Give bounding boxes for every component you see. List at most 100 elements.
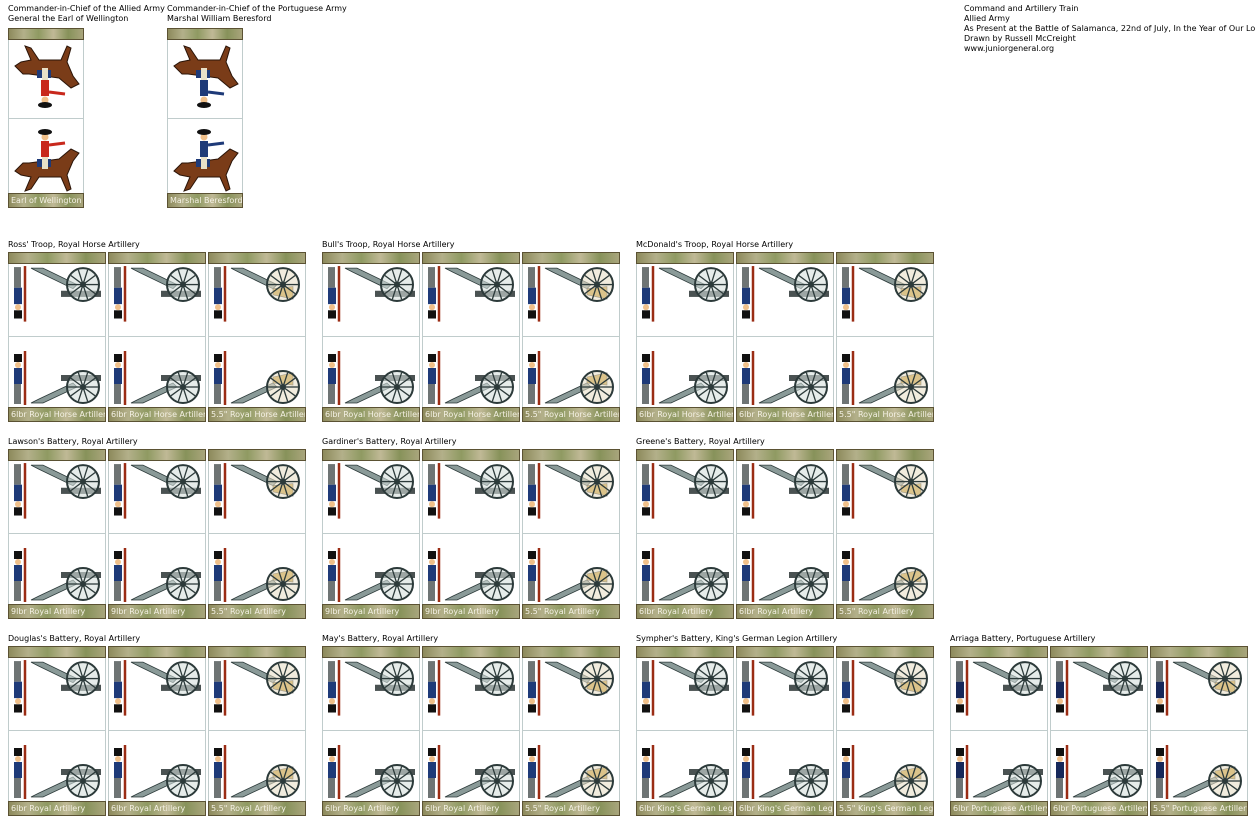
howitzer-crew-figure xyxy=(214,463,300,519)
fold-line xyxy=(109,533,205,534)
artillery-card[interactable]: 5.5" Royal Artillery xyxy=(522,449,620,619)
artillery-card[interactable]: 9lbr Royal Artillery xyxy=(108,449,206,619)
terrain-band xyxy=(422,646,520,658)
howitzer-crew-figure xyxy=(214,266,300,322)
fold-line xyxy=(423,336,519,337)
cannon-crew-figure xyxy=(328,660,415,716)
artillery-card[interactable]: 5.5" Royal Artillery xyxy=(836,449,934,619)
artillery-card[interactable]: 5.5" Royal Artillery xyxy=(208,646,306,816)
artillery-card[interactable]: 6lbr Royal Horse Artillery xyxy=(736,252,834,422)
artillery-card[interactable]: 5.5" Royal Artillery xyxy=(522,646,620,816)
howitzer-crew-figure xyxy=(842,660,928,716)
card-label: 9lbr Royal Artillery xyxy=(422,604,520,619)
card-label: 6lbr Royal Artillery xyxy=(8,801,106,816)
artillery-card[interactable]: 5.5" Royal Horse Artillery xyxy=(836,252,934,422)
terrain-band xyxy=(636,252,734,264)
cannon-crew-figure xyxy=(742,745,829,799)
cannon-crew-figure xyxy=(742,660,829,716)
howitzer-crew-figure xyxy=(842,351,928,405)
cannon-crew-figure xyxy=(642,266,729,322)
cannon-crew-figure xyxy=(642,548,729,602)
fold-line xyxy=(323,533,419,534)
cannon-crew-figure xyxy=(14,745,101,799)
artillery-card[interactable]: 6lbr Royal Horse Artillery xyxy=(636,252,734,422)
card-label: 6lbr Royal Horse Artillery xyxy=(422,407,520,422)
fold-line xyxy=(951,730,1047,731)
terrain-band xyxy=(322,449,420,461)
card-label: 6lbr Royal Horse Artillery xyxy=(108,407,206,422)
card-label: 5.5" Royal Artillery xyxy=(836,604,934,619)
terrain-band xyxy=(522,646,620,658)
cannon-crew-figure xyxy=(14,266,101,322)
artillery-card[interactable]: 6lbr Portuguese Artillery xyxy=(950,646,1048,816)
howitzer-crew-figure xyxy=(214,745,300,799)
artillery-card[interactable]: 6lbr Royal Artillery xyxy=(8,646,106,816)
battery-title: Ross' Troop, Royal Horse Artillery xyxy=(8,240,140,249)
artillery-card[interactable]: 5.5" Royal Horse Artillery xyxy=(208,252,306,422)
artillery-card[interactable]: 5.5" Royal Artillery xyxy=(208,449,306,619)
cannon-crew-figure xyxy=(742,266,829,322)
fold-line xyxy=(737,730,833,731)
artillery-card[interactable]: 6lbr Royal Horse Artillery xyxy=(322,252,420,422)
howitzer-crew-figure xyxy=(214,351,300,405)
cannon-crew-figure xyxy=(328,351,415,405)
terrain-band xyxy=(322,252,420,264)
artillery-card[interactable]: 9lbr Royal Artillery xyxy=(8,449,106,619)
artillery-card[interactable]: 5.5" King's German Legion xyxy=(836,646,934,816)
fold-line xyxy=(9,730,105,731)
commander-card[interactable]: Earl of Wellington xyxy=(8,28,84,208)
card-label: 9lbr Royal Artillery xyxy=(8,604,106,619)
artillery-card[interactable]: 6lbr King's German Legion xyxy=(736,646,834,816)
howitzer-crew-figure xyxy=(214,548,300,602)
cannon-crew-figure xyxy=(114,463,201,519)
artillery-card[interactable]: 6lbr Royal Artillery xyxy=(736,449,834,619)
fold-line xyxy=(209,336,305,337)
artillery-card[interactable]: 6lbr Royal Artillery xyxy=(108,646,206,816)
cannon-crew-figure xyxy=(742,548,829,602)
cannon-crew-figure xyxy=(956,745,1043,799)
terrain-band xyxy=(422,252,520,264)
cannon-crew-figure xyxy=(642,660,729,716)
artillery-card[interactable]: 6lbr Portuguese Artillery xyxy=(1050,646,1148,816)
commander-card[interactable]: Marshal Beresford xyxy=(167,28,243,208)
artillery-card[interactable]: 6lbr Royal Horse Artillery xyxy=(108,252,206,422)
howitzer-crew-figure xyxy=(1156,745,1242,799)
card-label: 6lbr Royal Artillery xyxy=(108,801,206,816)
artillery-card[interactable]: 6lbr Royal Horse Artillery xyxy=(8,252,106,422)
artillery-card[interactable]: 6lbr Royal Artillery xyxy=(322,646,420,816)
fold-line xyxy=(1051,730,1147,731)
card-label: 5.5" Royal Horse Artillery xyxy=(208,407,306,422)
terrain-band xyxy=(8,28,84,40)
battery-title: Douglas's Battery, Royal Artillery xyxy=(8,634,141,643)
fold-line xyxy=(523,533,619,534)
terrain-band xyxy=(108,449,206,461)
artillery-card[interactable]: 5.5" Portuguese Artillery xyxy=(1150,646,1248,816)
artillery-card[interactable]: 6lbr King's German Legion xyxy=(636,646,734,816)
terrain-band xyxy=(836,449,934,461)
terrain-band xyxy=(522,449,620,461)
terrain-band xyxy=(950,646,1048,658)
terrain-band xyxy=(636,646,734,658)
cannon-crew-figure xyxy=(1056,745,1143,799)
commander-title: Commander-in-Chief of the Portuguese Arm… xyxy=(167,4,347,13)
howitzer-crew-figure xyxy=(842,745,928,799)
artillery-card[interactable]: 6lbr Royal Horse Artillery xyxy=(422,252,520,422)
artillery-card[interactable]: 9lbr Royal Artillery xyxy=(422,449,520,619)
artillery-card[interactable]: 6lbr Royal Artillery xyxy=(636,449,734,619)
cannon-crew-figure xyxy=(956,660,1043,716)
fold-line xyxy=(109,730,205,731)
cannon-crew-figure xyxy=(428,660,515,716)
cannon-crew-figure xyxy=(328,266,415,322)
terrain-band xyxy=(8,449,106,461)
battery-title: Sympher's Battery, King's German Legion … xyxy=(636,634,838,643)
artillery-card[interactable]: 5.5" Royal Horse Artillery xyxy=(522,252,620,422)
mounted-commander-figure xyxy=(14,129,80,192)
fold-line xyxy=(1151,730,1247,731)
fold-line xyxy=(837,730,933,731)
card-label: 6lbr King's German Legion xyxy=(736,801,834,816)
artillery-card[interactable]: 9lbr Royal Artillery xyxy=(322,449,420,619)
cannon-crew-figure xyxy=(642,463,729,519)
howitzer-crew-figure xyxy=(528,351,614,405)
fold-line xyxy=(209,533,305,534)
artillery-card[interactable]: 6lbr Royal Artillery xyxy=(422,646,520,816)
